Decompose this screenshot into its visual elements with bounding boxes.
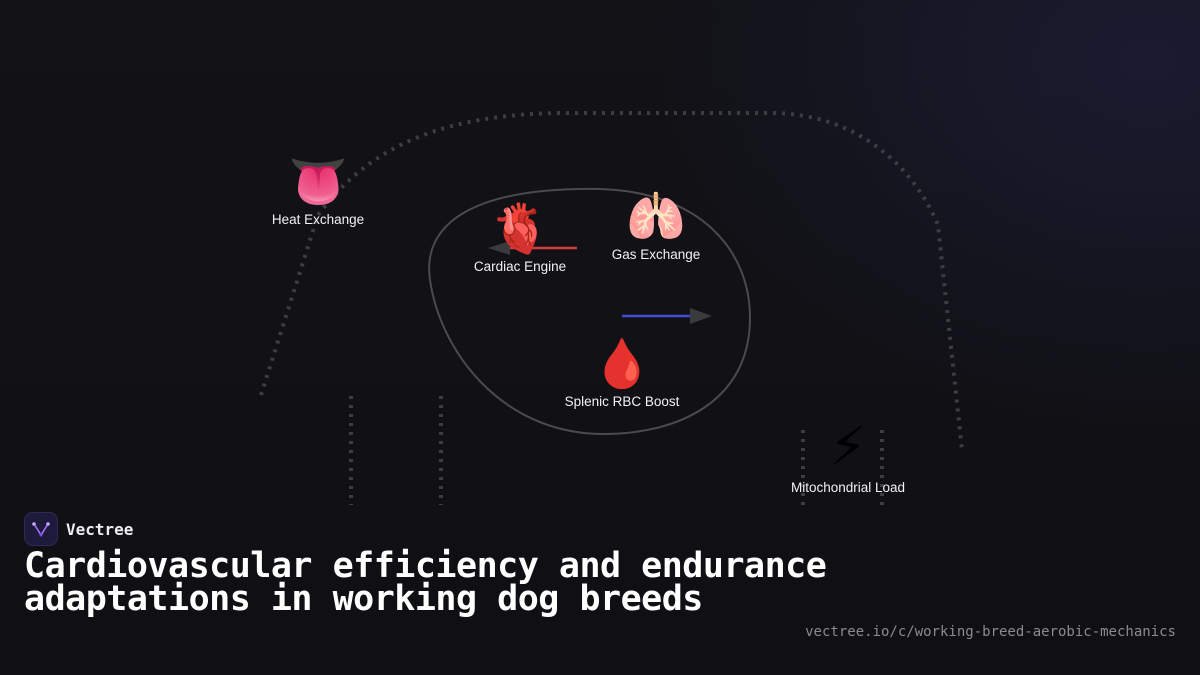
node-gas-exchange: 🫁 Gas Exchange <box>612 193 701 262</box>
node-label: Cardiac Engine <box>473 259 567 274</box>
vectree-logo-icon <box>24 512 58 546</box>
brand-name: Vectree <box>66 519 134 539</box>
oxygenated-flow-arrowhead <box>488 241 510 255</box>
brand[interactable]: Vectree <box>24 512 133 546</box>
lightning-icon: ⚡ <box>829 415 867 478</box>
node-label: Mitochondrial Load <box>790 480 906 495</box>
anatomical-heart-icon: 🫀 <box>490 201 550 257</box>
node-splenic-rbc-boost: 🩸 Splenic RBC Boost <box>565 340 680 409</box>
blood-drop-icon: 🩸 <box>592 336 652 392</box>
outer-dotted-arc <box>259 111 964 451</box>
node-heat-exchange: 👅 Heat Exchange <box>272 158 364 227</box>
circulation-loop <box>428 187 752 436</box>
tongue-icon: 👅 <box>288 154 348 210</box>
deoxygenated-flow-arrowhead <box>690 308 712 324</box>
lungs-icon: 🫁 <box>626 189 686 245</box>
page-title: Cardiovascular efficiency and endurance … <box>24 546 827 619</box>
node-label: Splenic RBC Boost <box>564 394 680 409</box>
node-label: Heat Exchange <box>271 212 365 227</box>
node-mitochondrial-load: ⚡ Mitochondrial Load <box>790 415 906 496</box>
node-cardiac-engine: 🫀 Cardiac Engine <box>474 205 566 274</box>
node-label: Gas Exchange <box>611 247 701 262</box>
source-url[interactable]: vectree.io/c/working-breed-aerobic-mecha… <box>805 624 1176 640</box>
